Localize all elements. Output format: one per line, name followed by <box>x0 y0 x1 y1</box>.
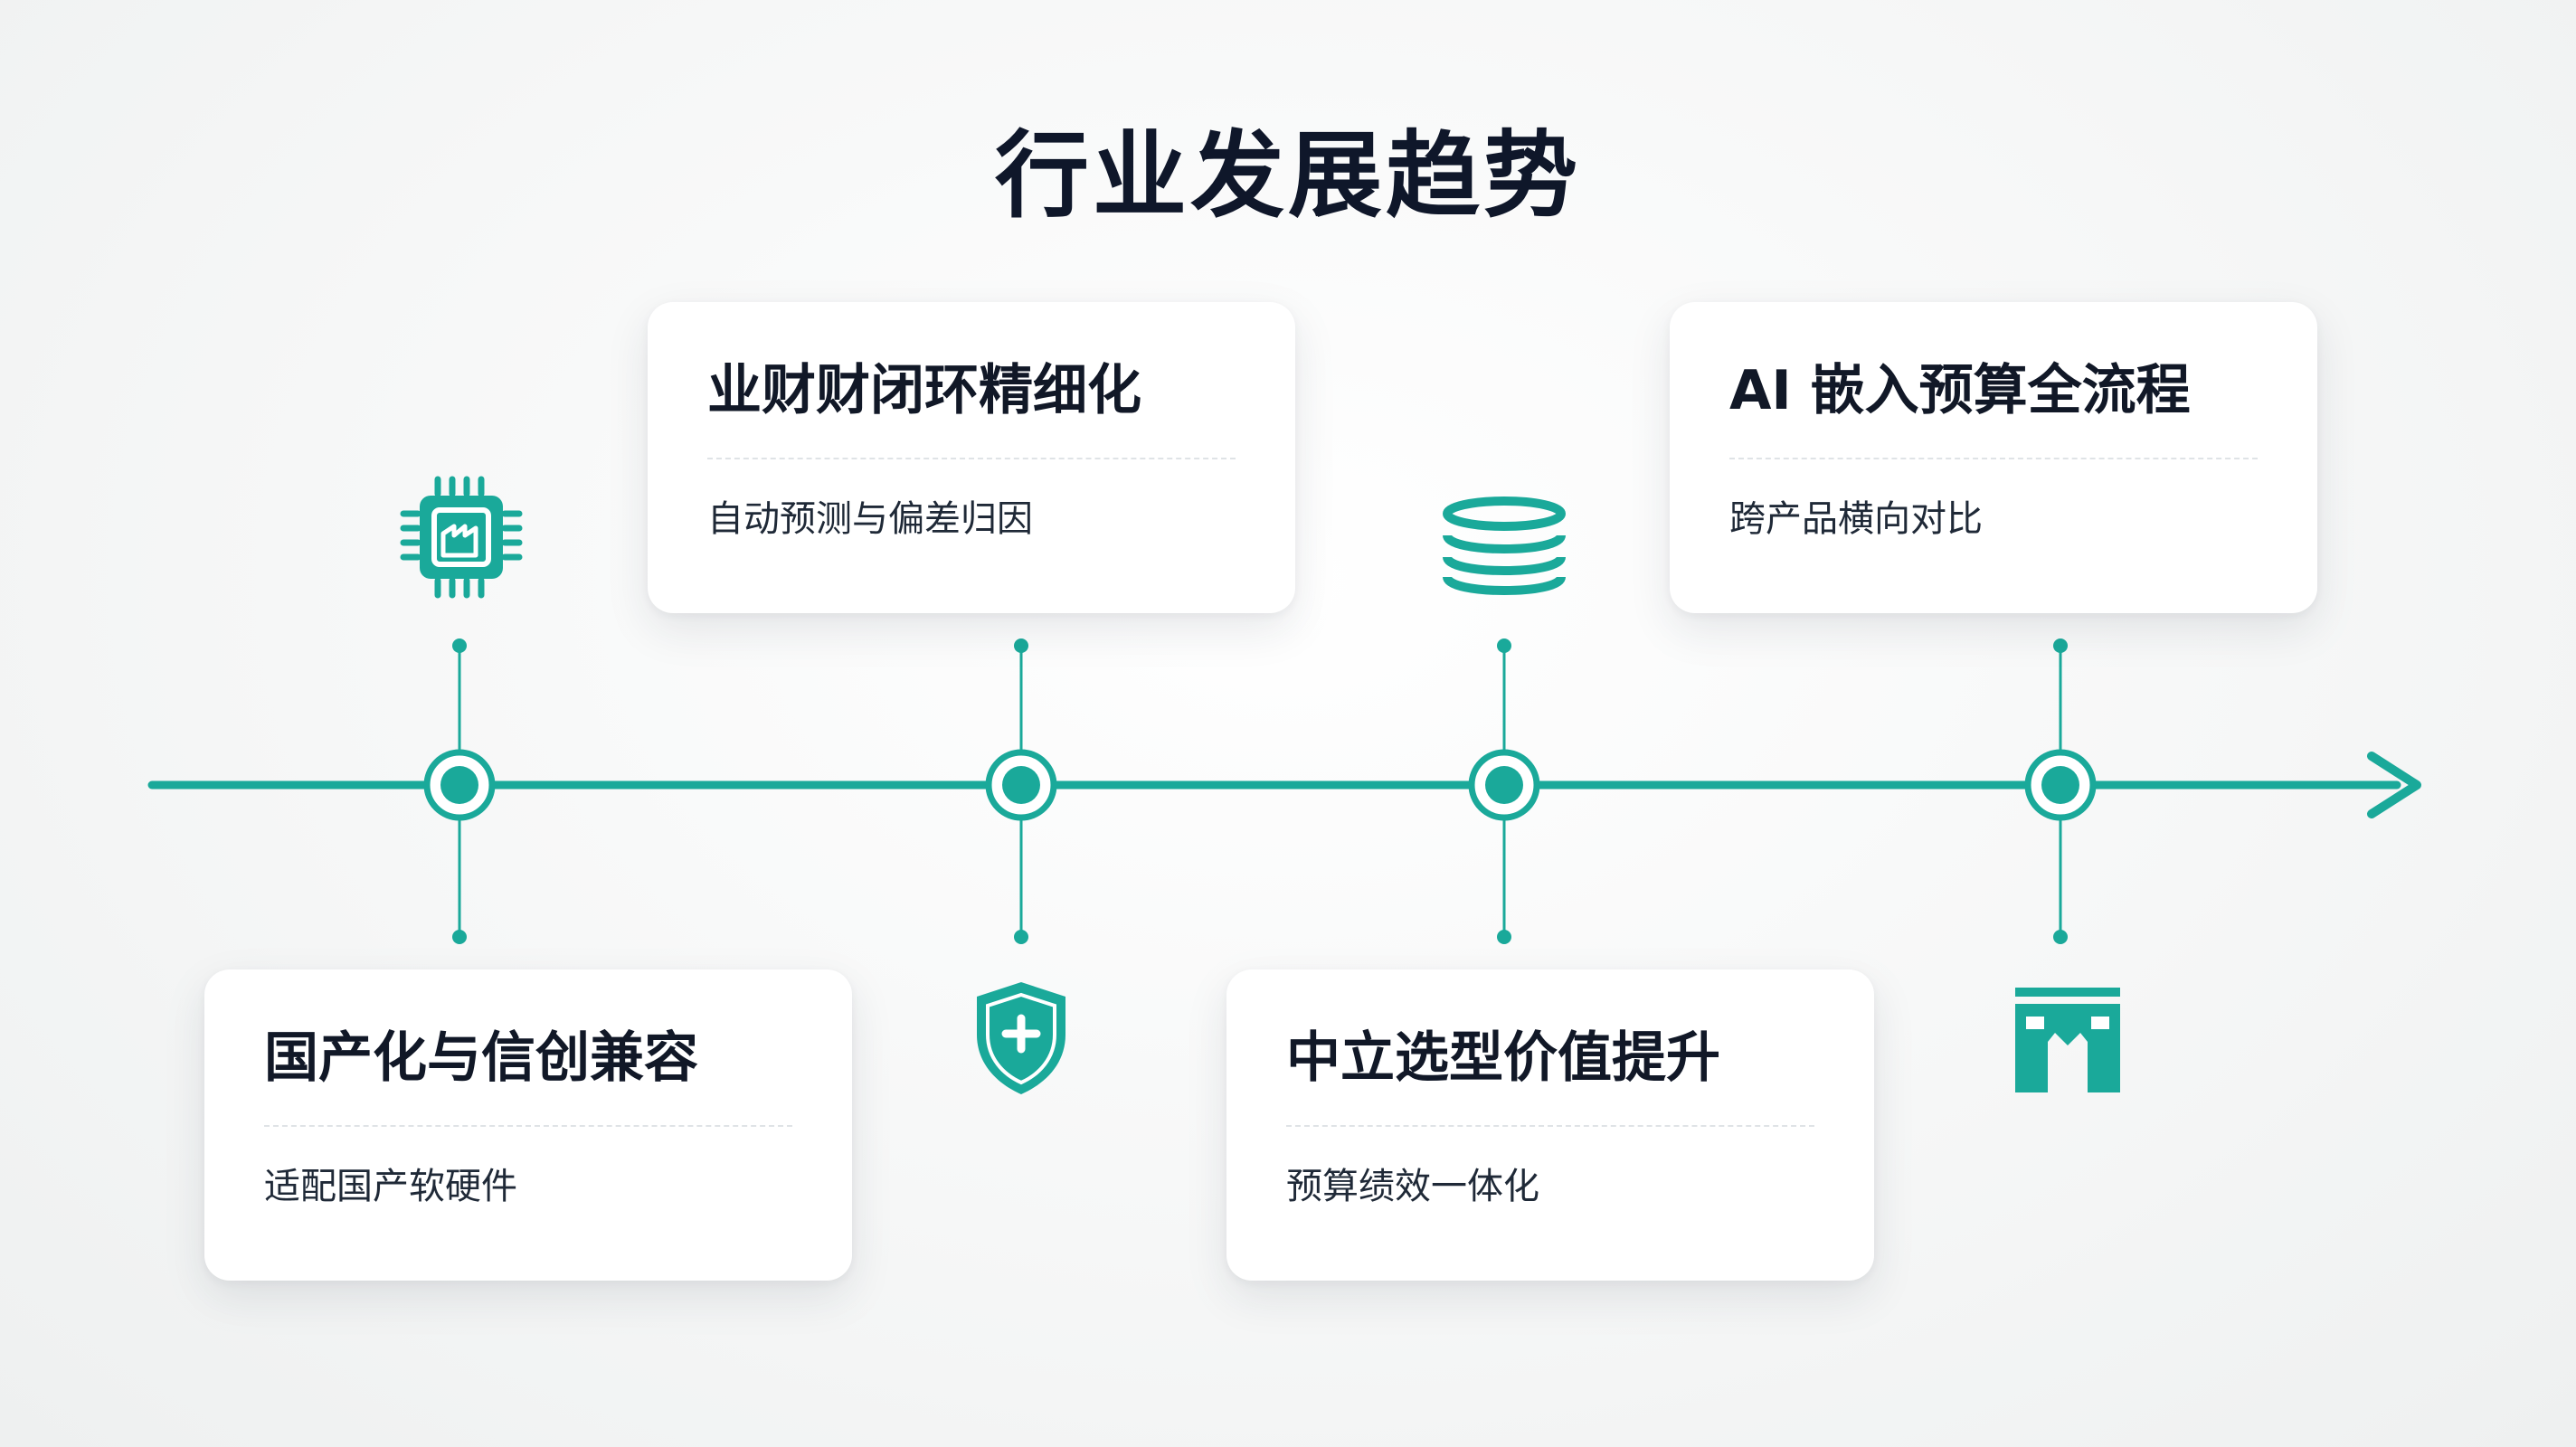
trend-card-3: 国产化与信创兼容 适配国产软硬件 <box>204 969 852 1281</box>
card-description: 适配国产软硬件 <box>264 1166 517 1207</box>
stack-icon <box>1443 497 1566 595</box>
card-title: 中立选型价值提升 <box>1286 1026 1720 1090</box>
timeline-node-3 <box>1468 638 1540 944</box>
card-description: 跨产品横向对比 <box>1729 498 1983 540</box>
card-divider <box>264 1125 792 1127</box>
shield-plus-icon <box>977 982 1065 1094</box>
chip-icon <box>400 476 523 599</box>
page-title: 行业发展趋势 <box>994 120 1581 231</box>
card-title: 国产化与信创兼容 <box>264 1026 698 1090</box>
timeline-node-1 <box>423 638 496 944</box>
timeline-node-2 <box>985 638 1057 944</box>
timeline-node-4 <box>2024 638 2097 944</box>
card-title: AI 嵌入预算全流程 <box>1729 359 2191 422</box>
card-divider <box>1729 458 2258 459</box>
trend-card-4: 中立选型价值提升 预算绩效一体化 <box>1226 969 1874 1281</box>
card-description: 预算绩效一体化 <box>1286 1166 1539 1207</box>
card-title: 业财财闭环精细化 <box>707 359 1141 422</box>
factory-icon <box>2015 988 2120 1092</box>
trend-card-1: 业财财闭环精细化 自动预测与偏差归因 <box>648 302 1295 613</box>
card-divider <box>1286 1125 1814 1127</box>
card-divider <box>707 458 1236 459</box>
timeline-arrowhead <box>2367 752 2421 818</box>
trend-card-2: AI 嵌入预算全流程 跨产品横向对比 <box>1670 302 2317 613</box>
card-description: 自动预测与偏差归因 <box>707 498 1033 540</box>
